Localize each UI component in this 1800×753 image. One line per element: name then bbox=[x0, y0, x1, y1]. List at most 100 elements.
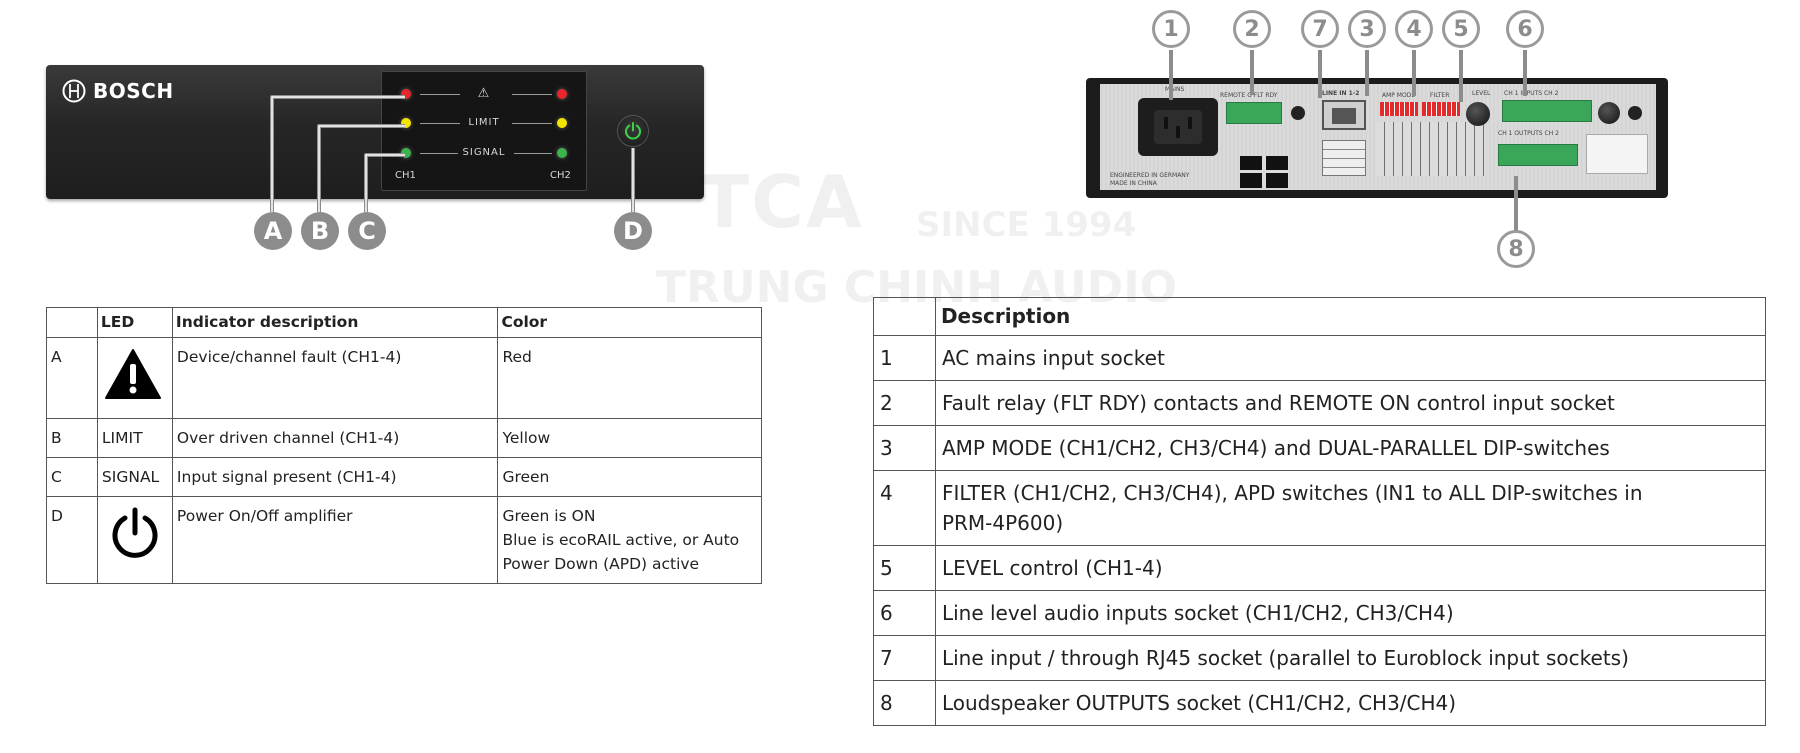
remote-label: REMOTE G FLT RDY bbox=[1220, 92, 1278, 99]
description-cell: AC mains input socket bbox=[934, 335, 1767, 381]
rear-screw bbox=[1291, 106, 1305, 120]
level-label: LEVEL bbox=[1472, 90, 1491, 97]
description-cell: Fault relay (FLT RDY) contacts and REMOT… bbox=[934, 380, 1767, 426]
led-indicator-table: LED Indicator description Color A Device… bbox=[46, 307, 762, 584]
row-number: 3 bbox=[873, 425, 936, 471]
table-row: D Power On/Off amplifier Green is ON Blu… bbox=[46, 496, 762, 584]
color-line: Green is ON bbox=[502, 507, 596, 525]
row-id: A bbox=[46, 337, 98, 419]
description-cell: Input signal present (CH1-4) bbox=[171, 457, 499, 497]
limit-led-label: LIMIT bbox=[468, 117, 500, 128]
callout-b: B bbox=[301, 212, 339, 250]
color-cell: Green is ON Blue is ecoRAIL active, or A… bbox=[497, 496, 762, 584]
row-number: 8 bbox=[873, 680, 936, 726]
callout-a: A bbox=[254, 212, 292, 250]
row-number: 2 bbox=[873, 380, 936, 426]
signal-led-ch2 bbox=[557, 148, 567, 158]
table-header: Color bbox=[497, 307, 762, 338]
table-row: 1 AC mains input socket bbox=[873, 335, 1767, 381]
level-knob bbox=[1466, 102, 1490, 126]
led-divider-line bbox=[514, 153, 552, 154]
led-divider-line bbox=[420, 123, 460, 124]
filter-dip-switches bbox=[1422, 102, 1460, 116]
warning-triangle-icon bbox=[104, 349, 161, 399]
description-cell: Power On/Off amplifier bbox=[171, 496, 499, 584]
color-cell: Red bbox=[497, 337, 762, 419]
description-cell: LEVEL control (CH1-4) bbox=[934, 545, 1767, 591]
rj45-socket bbox=[1322, 100, 1366, 130]
channel-label-right: CH2 bbox=[550, 170, 571, 181]
fault-led-ch2 bbox=[557, 89, 567, 99]
inputs-terminal bbox=[1502, 100, 1592, 122]
led-cell: SIGNAL bbox=[96, 457, 173, 497]
callout-7: 7 bbox=[1301, 10, 1339, 48]
mains-label: MAINS bbox=[1165, 86, 1185, 93]
power-button[interactable] bbox=[617, 115, 649, 147]
table-header-row: Description bbox=[873, 297, 1767, 336]
table-row: 8 Loudspeaker OUTPUTS socket (CH1/CH2, C… bbox=[873, 680, 1767, 726]
rating-label-sticker bbox=[1586, 134, 1648, 174]
description-cell: FILTER (CH1/CH2, CH3/CH4), APD switches … bbox=[934, 470, 1767, 546]
ac-mains-socket bbox=[1138, 98, 1218, 156]
led-cell bbox=[96, 496, 173, 584]
table-row: 5 LEVEL control (CH1-4) bbox=[873, 545, 1767, 591]
table-header: LED bbox=[96, 307, 173, 338]
row-number: 1 bbox=[873, 335, 936, 381]
description-cell: Device/channel fault (CH1-4) bbox=[171, 337, 499, 419]
description-cell: Over driven channel (CH1-4) bbox=[171, 418, 499, 458]
outputs-label: CH 1 OUTPUTS CH 2 bbox=[1498, 130, 1559, 137]
pin-table-graphic bbox=[1322, 140, 1366, 176]
table-header: Description bbox=[934, 297, 1767, 336]
limit-led-ch1 bbox=[401, 118, 411, 128]
table-row: 7 Line input / through RJ45 socket (para… bbox=[873, 635, 1767, 681]
amp-mode-dip-switches bbox=[1380, 102, 1418, 116]
row-number: 5 bbox=[873, 545, 936, 591]
color-cell: Green bbox=[497, 457, 762, 497]
table-header bbox=[873, 297, 936, 336]
description-cell: Line level audio inputs socket (CH1/CH2,… bbox=[934, 590, 1767, 636]
callout-4: 4 bbox=[1395, 10, 1433, 48]
led-cell: LIMIT bbox=[96, 418, 173, 458]
table-header bbox=[46, 307, 98, 338]
bosch-armature-icon bbox=[62, 79, 86, 103]
channel-label-left: CH1 bbox=[395, 170, 416, 181]
callout-d: D bbox=[614, 212, 652, 250]
fault-led-ch1 bbox=[401, 89, 411, 99]
color-line: Blue is ecoRAIL active, or Auto bbox=[502, 531, 740, 549]
rear-screw bbox=[1628, 106, 1642, 120]
callout-8: 8 bbox=[1497, 230, 1535, 268]
table-row: C SIGNAL Input signal present (CH1-4) Gr… bbox=[46, 457, 762, 497]
line-in-label: LINE IN 1-2 bbox=[1322, 90, 1360, 97]
dip-legend-graphic bbox=[1376, 122, 1486, 176]
row-id: B bbox=[46, 418, 98, 458]
table-row: A Device/channel fault (CH1-4) Red bbox=[46, 337, 762, 419]
signal-led-label: SIGNAL bbox=[462, 147, 506, 158]
outputs-terminal bbox=[1498, 144, 1578, 166]
amplifier-front-panel: BOSCH ⚠ LIMIT SIGNAL CH1 CH2 bbox=[46, 65, 704, 199]
table-row: 2 Fault relay (FLT RDY) contacts and REM… bbox=[873, 380, 1767, 426]
inputs-label: CH 1 INPUTS CH 2 bbox=[1504, 90, 1559, 97]
power-icon bbox=[625, 122, 641, 140]
table-row: 4 FILTER (CH1/CH2, CH3/CH4), APD switche… bbox=[873, 470, 1767, 546]
callout-c: C bbox=[348, 212, 386, 250]
level-knob-2 bbox=[1598, 102, 1620, 124]
callout-5: 5 bbox=[1442, 10, 1480, 48]
table-row: 6 Line level audio inputs socket (CH1/CH… bbox=[873, 590, 1767, 636]
led-divider-line bbox=[512, 94, 552, 95]
led-divider-line bbox=[512, 123, 552, 124]
table-row: B LIMIT Over driven channel (CH1-4) Yell… bbox=[46, 418, 762, 458]
bosch-logo: BOSCH bbox=[62, 79, 174, 103]
row-number: 4 bbox=[873, 470, 936, 546]
callout-3: 3 bbox=[1348, 10, 1386, 48]
row-number: 7 bbox=[873, 635, 936, 681]
fault-relay-terminal bbox=[1226, 102, 1282, 124]
table-header: Indicator description bbox=[171, 307, 499, 338]
fault-led-label: ⚠ bbox=[477, 86, 491, 101]
made-in-label: MADE IN CHINA bbox=[1110, 180, 1157, 187]
limit-led-ch2 bbox=[557, 118, 567, 128]
description-cell: Loudspeaker OUTPUTS socket (CH1/CH2, CH3… bbox=[934, 680, 1767, 726]
table-header-row: LED Indicator description Color bbox=[46, 307, 762, 338]
callout-1: 1 bbox=[1152, 10, 1190, 48]
row-number: 6 bbox=[873, 590, 936, 636]
